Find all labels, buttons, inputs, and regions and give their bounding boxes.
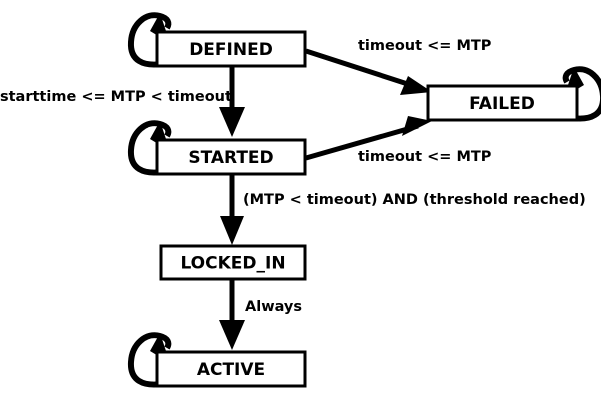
edge-started-to-locked-in: [220, 174, 244, 245]
active-label: ACTIVE: [197, 360, 265, 380]
edge-locked-in-to-active: [219, 279, 245, 350]
locked-in-label: LOCKED_IN: [180, 254, 285, 274]
locked-in-to-active-arrowhead: [219, 320, 245, 350]
edge-defined-to-started: [219, 66, 245, 137]
state-node-started[interactable]: STARTED: [155, 138, 307, 176]
state-node-defined[interactable]: DEFINED: [155, 30, 307, 68]
edge-label-defined-to-failed: timeout <= MTP: [358, 38, 492, 54]
edge-label-locked-in-to-active: Always: [245, 299, 302, 315]
edge-label-started-to-failed: timeout <= MTP: [358, 149, 492, 165]
edge-started-to-failed: [305, 116, 432, 161]
edge-label-started-to-locked-in: (MTP < timeout) AND (threshold reached): [243, 192, 586, 208]
state-node-locked-in[interactable]: LOCKED_IN: [159, 244, 307, 281]
state-node-failed[interactable]: FAILED: [426, 84, 579, 122]
edge-defined-to-failed: [305, 48, 432, 95]
defined-to-started-arrowhead: [219, 107, 245, 137]
defined-to-failed-arrowhead: [400, 76, 432, 95]
started-to-locked-in-arrowhead: [220, 216, 244, 245]
defined-label: DEFINED: [189, 40, 273, 60]
active-box[interactable]: [155, 350, 307, 388]
started-label: STARTED: [188, 148, 273, 168]
started-to-failed-arrowhead: [402, 116, 432, 136]
failed-box[interactable]: [426, 84, 579, 122]
locked-in-box[interactable]: [159, 244, 307, 281]
started-box[interactable]: [155, 138, 307, 176]
defined-box[interactable]: [155, 30, 307, 68]
failed-label: FAILED: [469, 94, 535, 114]
edge-label-defined-to-started: starttime <= MTP < timeout: [0, 89, 232, 105]
state-node-active[interactable]: ACTIVE: [155, 350, 307, 388]
